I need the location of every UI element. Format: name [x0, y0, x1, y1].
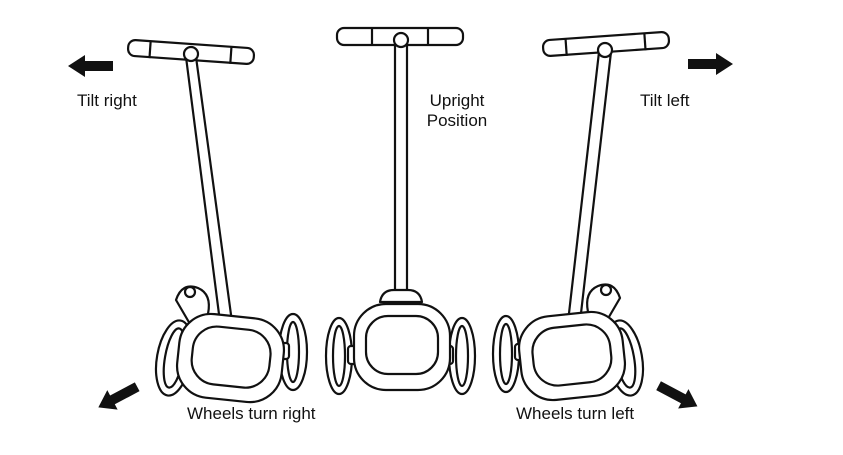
stem-cap-left [182, 45, 200, 63]
scooter-upright [324, 26, 477, 396]
stem-center-scooter [393, 38, 409, 318]
stem-right-scooter [566, 50, 613, 324]
arrow-down-left-icon [98, 382, 140, 410]
label-upright-line1: Upright [429, 91, 485, 110]
label-upright-position: Upright Position [400, 91, 514, 131]
arrow-right-icon [688, 53, 733, 75]
label-wheels-turn-right: Wheels turn right [187, 404, 316, 423]
scooter-tilt-right [126, 38, 309, 404]
label-tilt-left: Tilt left [640, 91, 690, 110]
arrow-down-right-icon [656, 381, 698, 409]
label-wheels-turn-left: Wheels turn left [516, 404, 635, 423]
arrow-left-icon [68, 55, 113, 77]
label-upright-line2: Position [426, 111, 488, 130]
label-tilt-right: Tilt right [77, 91, 137, 110]
scooter-tilt-left [491, 30, 671, 402]
stem-left-scooter [184, 55, 234, 324]
